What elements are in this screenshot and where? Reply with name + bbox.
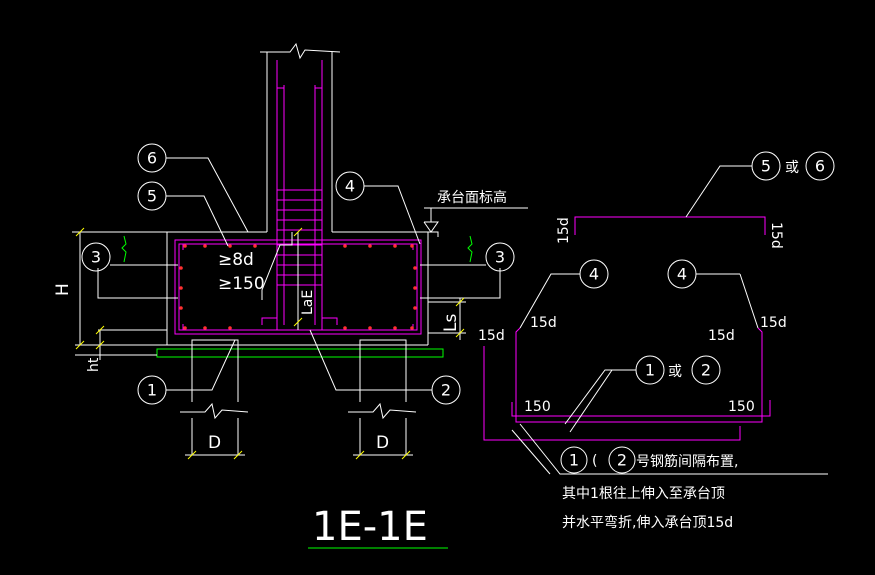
callout-3-right: 3 bbox=[485, 242, 515, 272]
note-block: 1 2 ( 号钢筋间隔布置, 其中1根往上伸入至承台顶 并水平弯折,伸入承台顶1… bbox=[511, 423, 828, 531]
svg-text:或: 或 bbox=[785, 160, 799, 176]
min-150-label: ≥150 bbox=[218, 274, 265, 294]
svg-text:4: 4 bbox=[589, 265, 599, 284]
svg-text:3: 3 bbox=[495, 248, 505, 267]
svg-text:6: 6 bbox=[815, 157, 825, 176]
dim-d-left-label: D bbox=[208, 433, 221, 453]
callout-6: 6 bbox=[137, 143, 249, 233]
rebar-dots bbox=[179, 244, 417, 330]
dim-lae-label: LaE bbox=[300, 290, 316, 315]
dim-d-left bbox=[185, 450, 245, 460]
svg-text:2: 2 bbox=[617, 451, 627, 470]
detail-top-15d-right: 15d bbox=[768, 222, 784, 249]
column-outline bbox=[260, 42, 341, 232]
callout-1: 1 bbox=[137, 339, 236, 405]
dim-lae bbox=[293, 227, 303, 330]
detail-u-bar: 4 4 bbox=[483, 259, 771, 441]
cap-rebar-cage bbox=[174, 60, 422, 335]
min-8d-label: ≥8d bbox=[218, 250, 254, 270]
cap-top-elevation-label: 承台面标高 bbox=[437, 189, 507, 206]
section-title: 1E-1E bbox=[312, 504, 428, 550]
green-ticks bbox=[121, 235, 473, 263]
svg-text:6: 6 bbox=[147, 149, 157, 168]
svg-text:2: 2 bbox=[441, 381, 451, 400]
detail-15d-right-b: 15d bbox=[760, 315, 787, 331]
pile-left bbox=[180, 339, 249, 455]
side-bar-leaders bbox=[97, 264, 501, 299]
svg-text:5: 5 bbox=[761, 157, 771, 176]
svg-text:5: 5 bbox=[147, 187, 157, 206]
svg-text:4: 4 bbox=[677, 265, 687, 284]
dim-d-right-label: D bbox=[376, 433, 389, 453]
cap-top-elevation-mark bbox=[423, 207, 528, 233]
svg-text:1: 1 bbox=[645, 361, 655, 380]
pile-cap-outline bbox=[75, 231, 439, 346]
detail-callout-1-or-2: 1 2 或 bbox=[564, 355, 721, 433]
svg-text:4: 4 bbox=[345, 177, 355, 196]
detail-15d-right-a: 15d bbox=[708, 328, 735, 344]
svg-text:或: 或 bbox=[668, 364, 682, 380]
svg-text:3: 3 bbox=[91, 248, 101, 267]
dim-ls-label: Ls bbox=[441, 314, 461, 332]
detail-150-left: 150 bbox=[524, 399, 551, 415]
detail-15d-left-a: 15d bbox=[530, 315, 557, 331]
svg-text:号钢筋间隔布置,: 号钢筋间隔布置, bbox=[636, 453, 738, 470]
svg-text:(: ( bbox=[592, 453, 597, 469]
dim-h-label: H bbox=[53, 283, 73, 296]
callout-3-left: 3 bbox=[81, 242, 111, 272]
dim-h bbox=[72, 227, 167, 360]
svg-text:1: 1 bbox=[147, 381, 157, 400]
svg-text:其中1根往上伸入至承台顶: 其中1根往上伸入至承台顶 bbox=[562, 486, 725, 502]
dim-ls bbox=[428, 297, 466, 340]
cushion-layer bbox=[156, 348, 444, 358]
callout-2: 2 bbox=[309, 329, 461, 405]
detail-15d-left-b: 15d bbox=[478, 328, 505, 344]
detail-top-15d-left: 15d bbox=[556, 217, 572, 244]
svg-text:并水平弯折,伸入承台顶15d: 并水平弯折,伸入承台顶15d bbox=[562, 514, 733, 531]
dim-ht-label: ht bbox=[86, 357, 102, 372]
callout-4: 4 bbox=[335, 171, 421, 245]
svg-text:2: 2 bbox=[701, 361, 711, 380]
detail-150-right: 150 bbox=[728, 399, 755, 415]
callout-5: 5 bbox=[137, 181, 229, 247]
svg-text:1: 1 bbox=[569, 451, 579, 470]
min-150-leader bbox=[261, 232, 293, 300]
pile-right bbox=[348, 339, 417, 455]
dim-d-right bbox=[353, 450, 413, 460]
detail-top-bar: 5 6 或 bbox=[574, 151, 835, 235]
